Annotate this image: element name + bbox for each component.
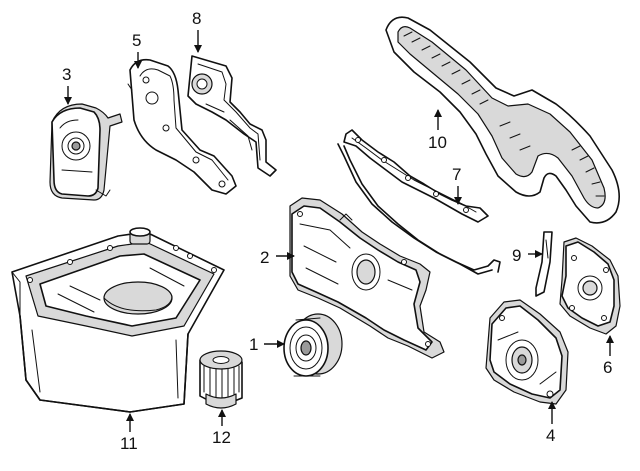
- part-3-timing-cover-left: [49, 103, 123, 201]
- part-11-oil-pan: [11, 227, 225, 413]
- callout-10: 10: [428, 133, 447, 152]
- callout-11: 11: [120, 434, 138, 453]
- callout-2: 2: [260, 248, 269, 267]
- part-8-gasket-plate: [187, 55, 277, 177]
- callout-1: 1: [249, 335, 258, 354]
- callout-3: 3: [62, 65, 71, 84]
- callout-9: 9: [512, 246, 521, 265]
- part-6-rear-cover-right: [559, 237, 621, 335]
- callout-leaders: [64, 30, 614, 432]
- part-5-timing-cover-center: [127, 58, 237, 195]
- callout-7: 7: [452, 165, 461, 184]
- callout-5: 5: [132, 31, 141, 50]
- callout-labels: 1 2 3 4 5 6 7 8 9 10 11 12: [62, 9, 612, 453]
- callout-8: 8: [192, 9, 201, 28]
- part-12-oil-filter: [199, 350, 243, 409]
- part-7-gasket: [337, 129, 501, 275]
- callout-4: 4: [546, 426, 555, 445]
- callout-12: 12: [212, 428, 231, 447]
- callout-6: 6: [603, 358, 612, 377]
- part-9-bracket: [535, 231, 553, 297]
- part-2-timing-cover-main: [289, 197, 445, 359]
- part-4-rear-cover-lower: [485, 299, 569, 405]
- part-1-crank-pulley: [283, 313, 343, 377]
- part-10-timing-belt: [385, 16, 620, 224]
